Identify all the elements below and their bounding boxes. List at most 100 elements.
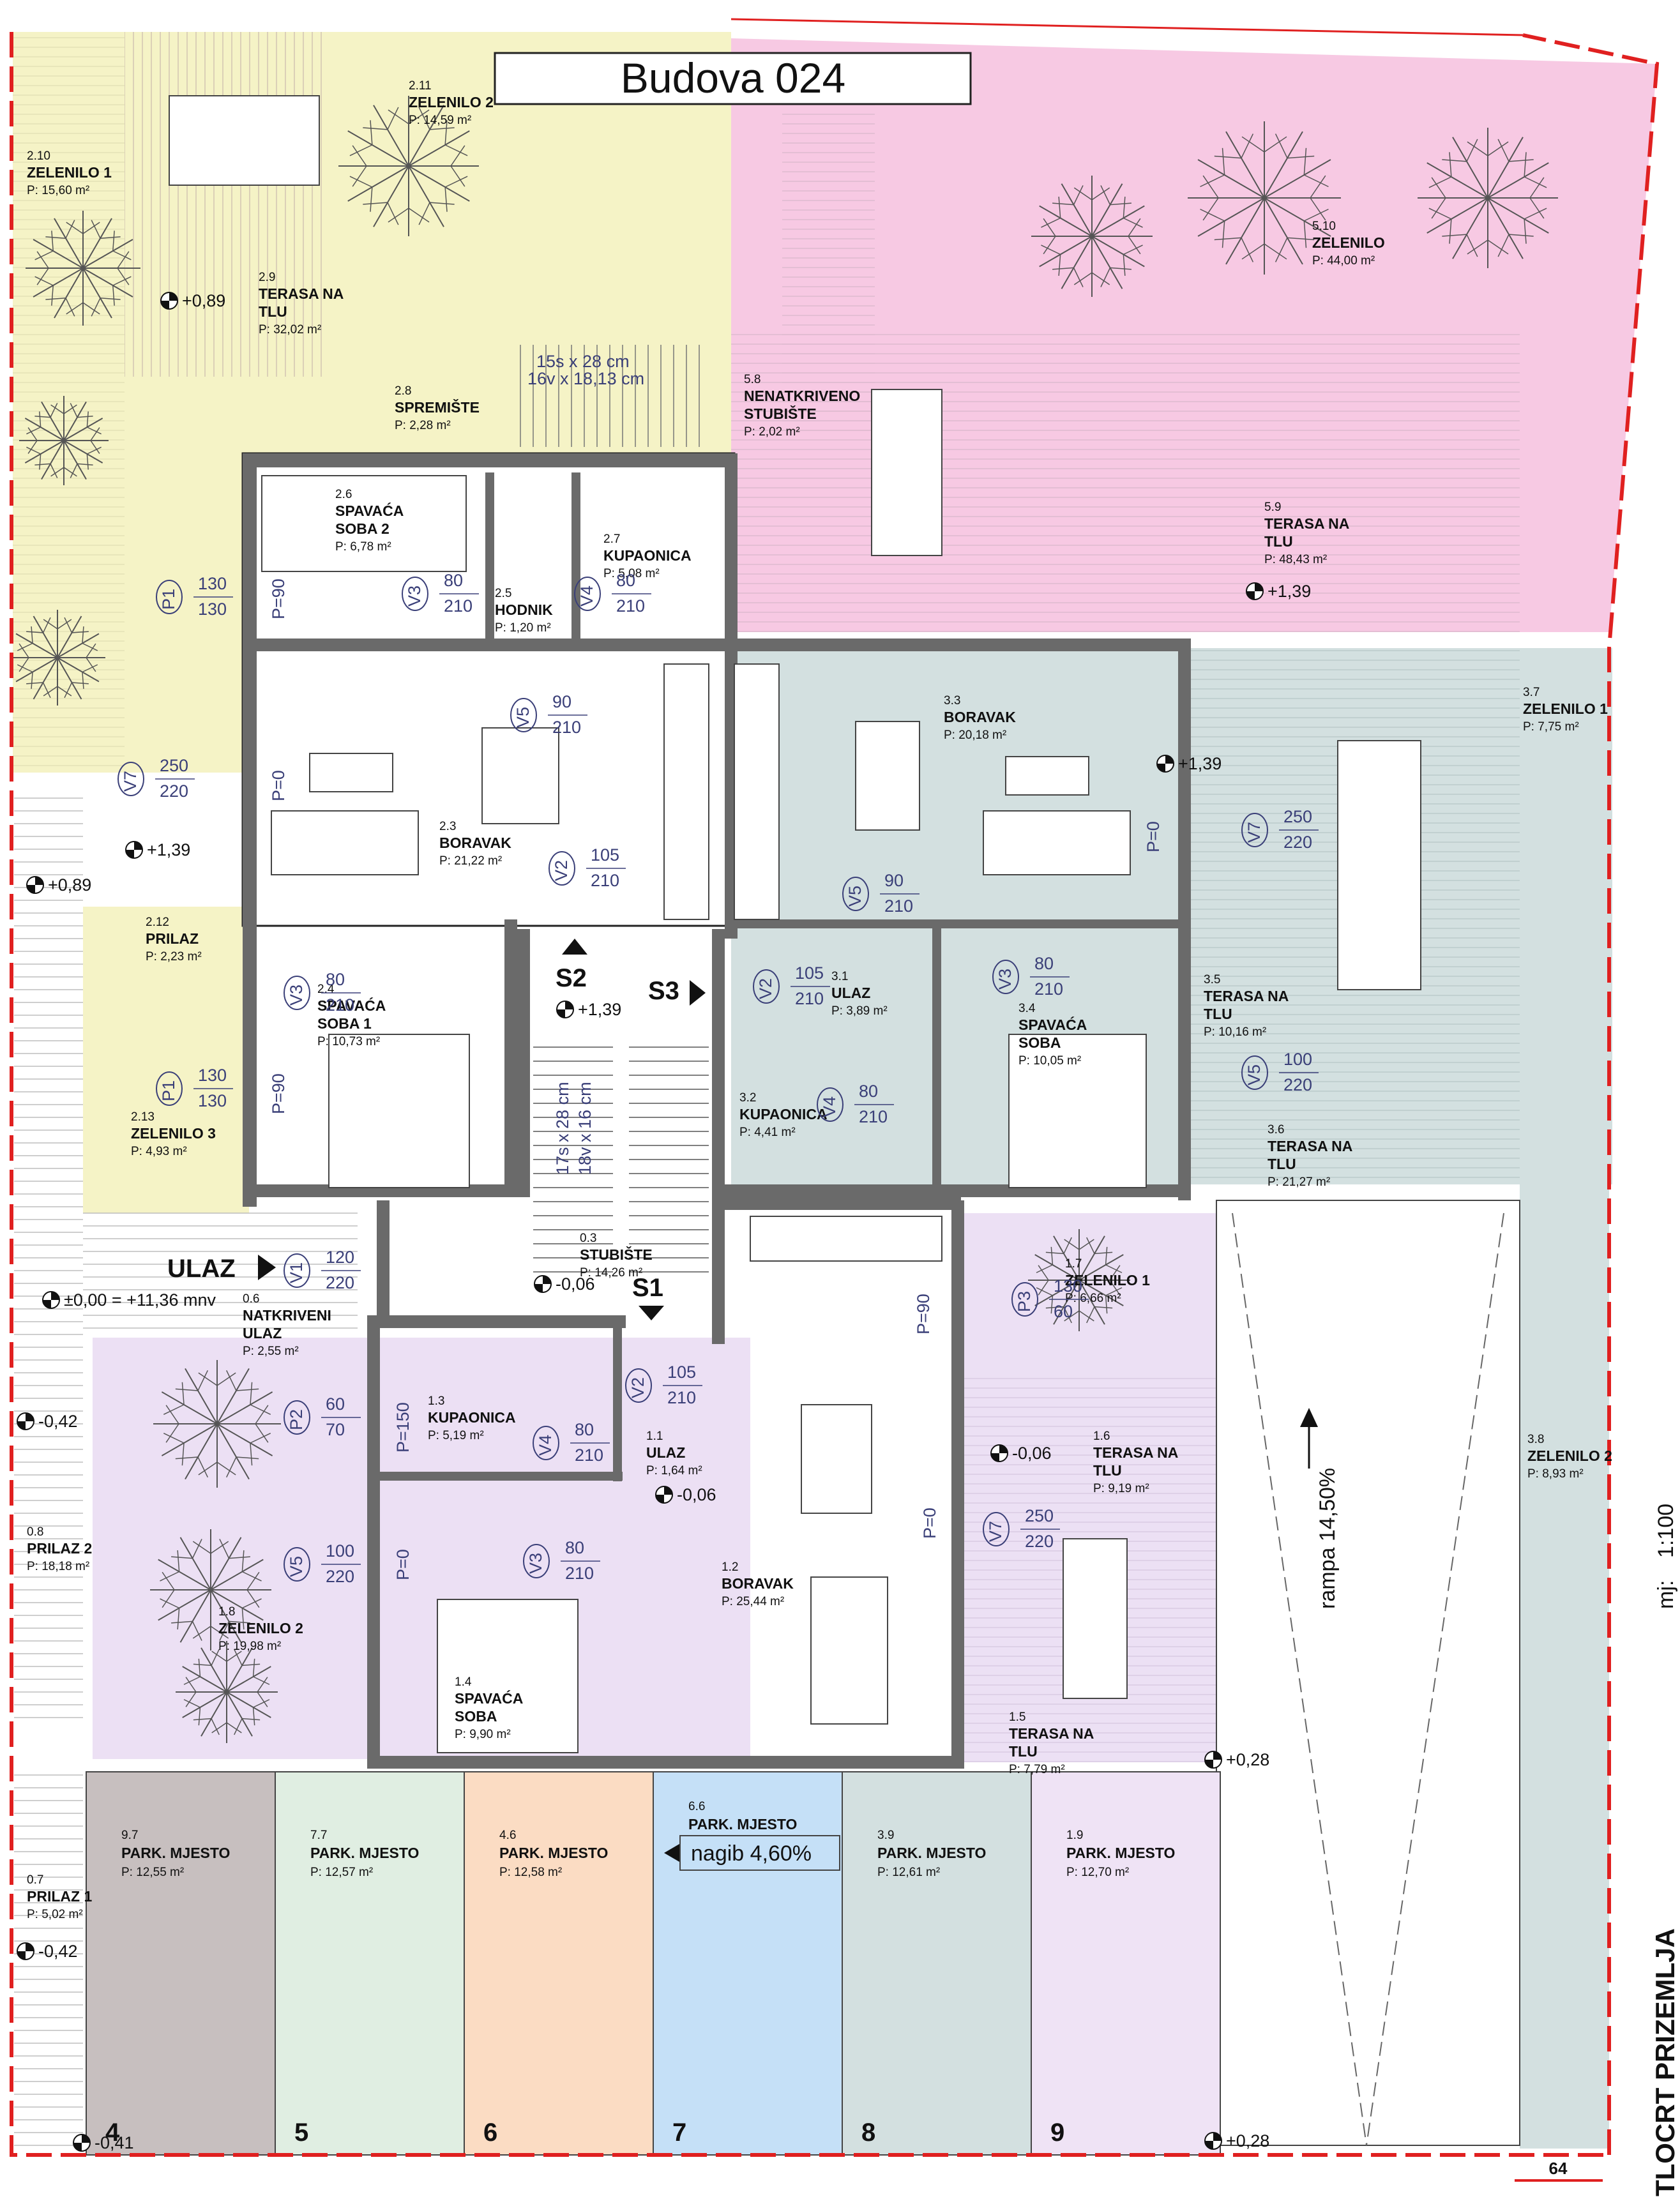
level-marker: -0,42 — [17, 1942, 78, 1961]
ramp-arrow — [1300, 1408, 1318, 1427]
opening-code: V3 — [405, 585, 424, 607]
opening-height: 210 — [575, 1446, 603, 1465]
parapet-height: P=0 — [269, 770, 288, 801]
opening-height: 220 — [160, 782, 188, 801]
room-number: 2.13 — [131, 1110, 155, 1124]
tree-symbol — [1188, 121, 1341, 275]
parking-slot-number: 9 — [1050, 2119, 1064, 2147]
parking-slot-number: 6 — [483, 2119, 497, 2147]
level-value: -0,06 — [1012, 1444, 1052, 1463]
wall-segment — [725, 919, 1184, 928]
opening-width: 90 — [884, 871, 904, 890]
opening-code: V7 — [1245, 822, 1264, 843]
opening-width: 80 — [575, 1420, 594, 1439]
room-area: P: 19,98 m² — [218, 1640, 281, 1653]
parking-area: P: 12,55 m² — [121, 1866, 184, 1879]
opening-height: 210 — [616, 596, 645, 616]
parking-label: PARK. MJESTO — [499, 1845, 608, 1861]
tree-symbol — [19, 396, 109, 485]
room-number: 1.6 — [1093, 1430, 1110, 1443]
stair-note: 17s x 28 cm — [553, 1082, 572, 1175]
wall-segment — [712, 929, 725, 1344]
zone-ramp — [1216, 1200, 1520, 2146]
room-area: P: 2,55 m² — [243, 1345, 299, 1358]
zone-unit1 — [93, 1338, 750, 1759]
parapet-height: P=90 — [269, 578, 288, 619]
opening-code: P2 — [287, 1409, 306, 1430]
stair-note: 18v x 16 cm — [575, 1082, 594, 1175]
stair-mark-arrow — [562, 939, 587, 955]
opening-width: 100 — [326, 1541, 354, 1560]
room-number: 3.8 — [1527, 1433, 1544, 1446]
zone-unit2-deck2 — [13, 32, 125, 773]
sofa — [983, 810, 1131, 875]
ramp-diagonal — [1232, 1213, 1367, 2146]
opening-width: 130 — [198, 574, 227, 593]
opening-code: V4 — [536, 1435, 555, 1456]
room-area: P: 25,44 m² — [722, 1595, 784, 1608]
room-area: P: 5,02 m² — [27, 1908, 83, 1921]
sofa — [271, 810, 419, 875]
room-name: ZELENILO 1 — [27, 164, 112, 181]
room-number: 2.11 — [409, 79, 432, 93]
level-marker: +0,28 — [1204, 1750, 1269, 1769]
parking-slot-number: 7 — [672, 2119, 686, 2147]
opening-height: 210 — [795, 989, 824, 1008]
room-number: 3.4 — [1018, 1002, 1036, 1015]
level-value: +0,89 — [48, 875, 91, 895]
parking-label: PARK. MJESTO — [121, 1845, 230, 1861]
opening-code: V2 — [628, 1377, 647, 1398]
room-number: 2.7 — [603, 533, 620, 546]
opening-code: V2 — [552, 860, 571, 881]
level-marker: -0,42 — [17, 1412, 78, 1431]
parking-stall — [275, 1771, 465, 2156]
opening-width: 250 — [160, 756, 188, 775]
tree-symbol — [10, 610, 105, 706]
entrance-arrow — [258, 1255, 276, 1280]
terrace-table — [1337, 740, 1421, 990]
room-number: 2.3 — [439, 820, 456, 833]
opening-height: 210 — [1034, 979, 1063, 999]
title: Budova 024 — [621, 54, 845, 102]
zones — [13, 32, 1657, 2149]
room-name: PRILAZ — [146, 930, 199, 947]
opening-code: V3 — [995, 969, 1015, 990]
level-value: ±0,00 = +11,36 mnv — [64, 1290, 216, 1310]
level-marker: +1,39 — [556, 1000, 621, 1019]
wall-segment — [380, 1472, 623, 1481]
opening-width: 80 — [444, 571, 463, 590]
opening-width: 80 — [326, 970, 345, 989]
room-area: P: 7,75 m² — [1523, 720, 1579, 734]
room-area: P: 6,78 m² — [335, 540, 391, 554]
dining-table — [855, 721, 920, 831]
opening-height: 130 — [198, 600, 227, 619]
parking-label: PARK. MJESTO — [688, 1816, 797, 1832]
room-number: 1.3 — [428, 1394, 444, 1408]
dining-table — [481, 727, 559, 824]
zone-unit5-stair-deck — [782, 51, 875, 434]
opening-code: P3 — [1015, 1291, 1034, 1312]
level-value: +0,28 — [1226, 1750, 1269, 1769]
opening-height: 220 — [326, 1567, 354, 1586]
opening-code: V2 — [756, 978, 775, 999]
level-value: +1,39 — [147, 840, 190, 859]
room-name: KUPAONICA — [603, 547, 692, 564]
